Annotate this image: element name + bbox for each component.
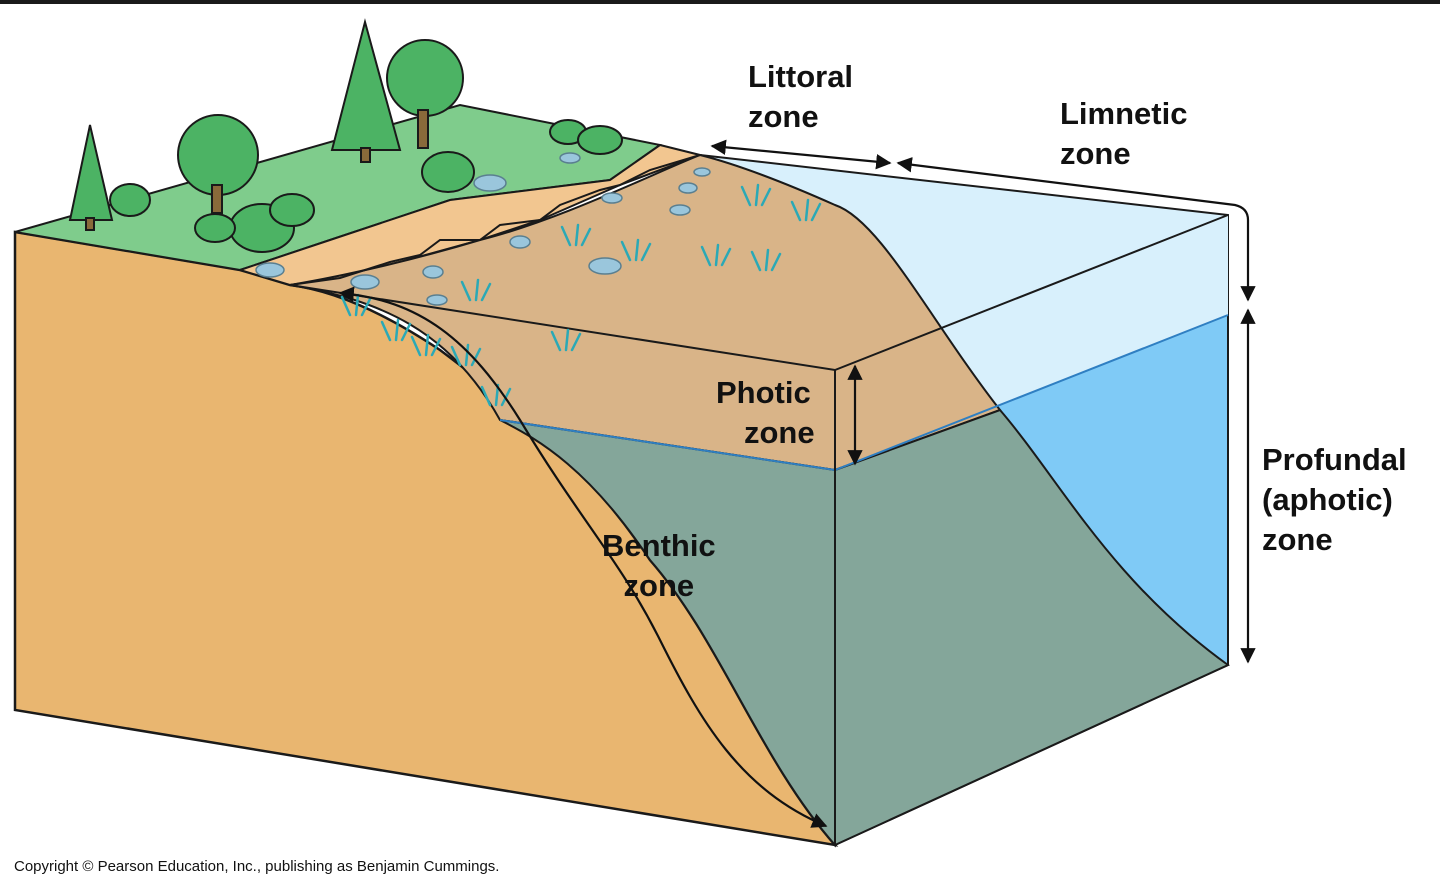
shoreline — [289, 154, 701, 286]
limnetic-zone-label: Limnetic zone — [1060, 94, 1187, 174]
lake-side-dark — [834, 408, 1230, 847]
photic-label-line1: Photic — [716, 375, 811, 410]
benthic-label-line2: zone — [623, 568, 695, 603]
profundal-label-line3: zone — [1262, 522, 1333, 557]
photic-zone-label: Photic zone — [716, 373, 815, 453]
photic-label-line2: zone — [744, 415, 815, 450]
profundal-label-line1: Profundal — [1262, 442, 1407, 477]
limnetic-label-line2: zone — [1060, 136, 1131, 171]
trees — [68, 18, 623, 253]
littoral-zone-label: Littoral zone — [748, 57, 853, 137]
copyright-notice: Copyright © Pearson Education, Inc., pub… — [14, 858, 500, 875]
littoral-label-line2: zone — [748, 99, 819, 134]
benthic-arrow — [338, 286, 828, 828]
profundal-label-line2: (aphotic) — [1262, 482, 1393, 517]
limnetic-arrow — [896, 157, 1256, 302]
littoral-arrow — [710, 139, 892, 170]
limnetic-label-line1: Limnetic — [1060, 96, 1188, 131]
littoral-label-line1: Littoral — [748, 59, 854, 94]
profundal-zone-label: Profundal (aphotic) zone — [1262, 440, 1407, 560]
benthic-label-line1: Benthic — [602, 528, 716, 563]
benthic-zone-label: Benthic zone — [602, 526, 716, 606]
rocks — [255, 152, 711, 306]
zone-arrows — [338, 139, 1256, 828]
top-border — [0, 0, 1440, 4]
